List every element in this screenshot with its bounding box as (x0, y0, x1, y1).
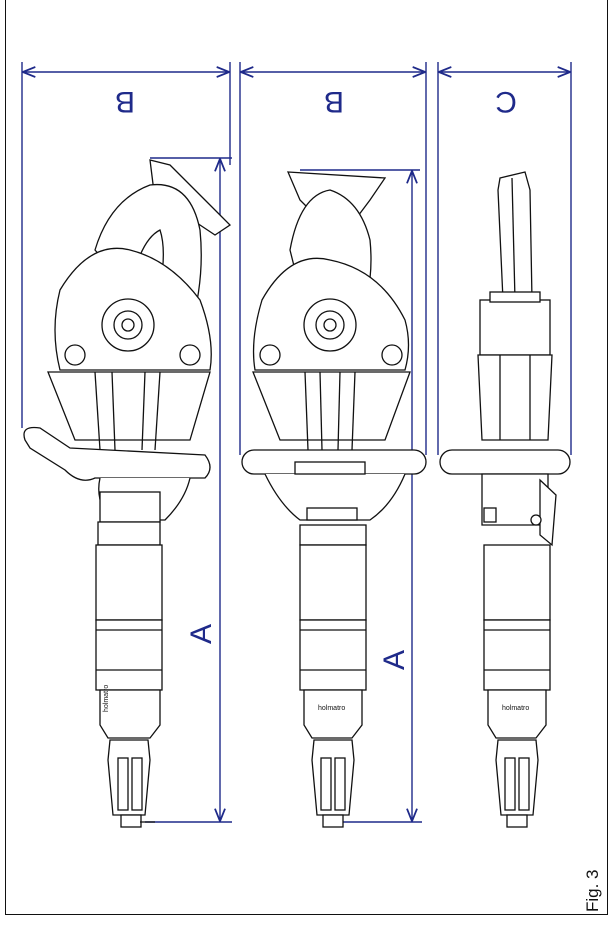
dim-label-c-side: C (495, 85, 517, 118)
figure-frame (5, 0, 608, 915)
tool-logo-side: holmatro (502, 705, 529, 712)
dim-label-b-front: B (115, 85, 135, 118)
figure-label: Fig. 3 (583, 869, 602, 912)
dim-label-b-back: B (324, 85, 344, 118)
tool-logo-front: holmatro (103, 685, 110, 712)
tool-view-side: holmatro (439, 171, 571, 828)
dimension-lines (21, 62, 572, 823)
tool-view-front: holmatro (23, 159, 232, 828)
dim-label-a-back: A (378, 650, 411, 670)
tool-view-back: holmatro (241, 171, 427, 828)
dim-label-a-front: A (185, 624, 218, 644)
tool-logo-back: holmatro (318, 705, 345, 712)
